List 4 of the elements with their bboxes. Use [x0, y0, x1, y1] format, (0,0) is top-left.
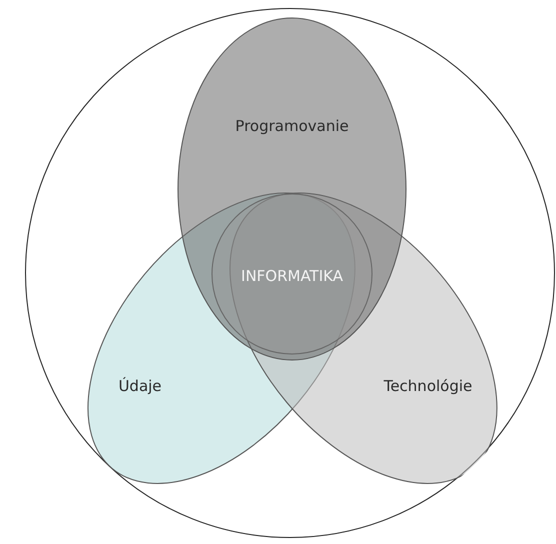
region-label: Technológie [384, 376, 472, 395]
region-label: INFORMATIKA [241, 267, 343, 285]
region-label: Programovanie [235, 117, 349, 135]
region-label: Údaje [118, 376, 162, 395]
